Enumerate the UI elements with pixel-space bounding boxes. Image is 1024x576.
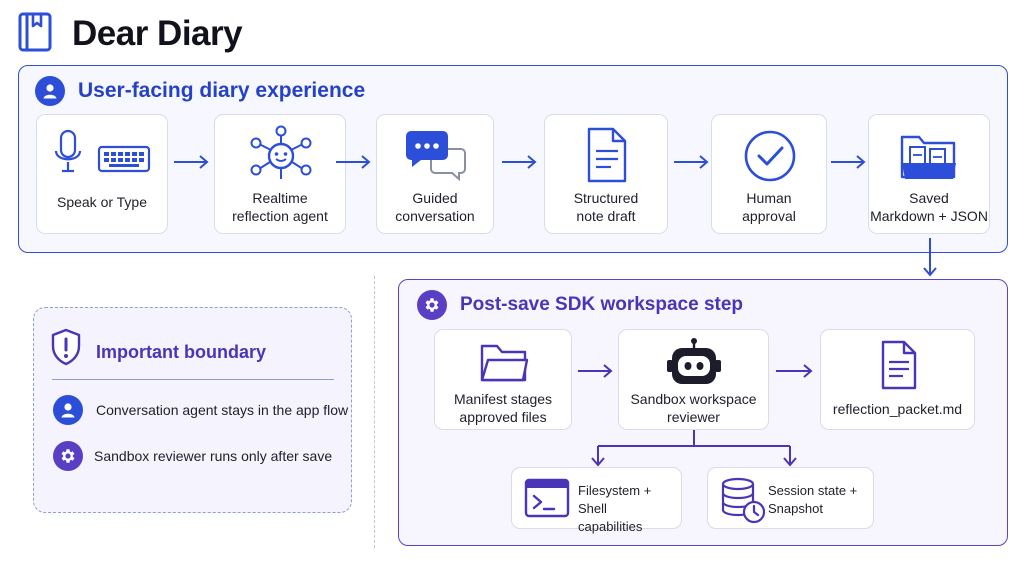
- microphone-icon: [54, 129, 82, 173]
- step-label: Speak or Type: [56, 194, 148, 210]
- boundary-title: Important boundary: [96, 342, 266, 362]
- agent-network-icon: [250, 125, 312, 179]
- sdk-workspace-title: Post-save SDK workspace step: [460, 294, 744, 315]
- document-icon: [881, 340, 917, 390]
- sdk-node-manifest: Manifest stages approved files: [434, 329, 572, 430]
- node-label: Filesystem + Shell capabilities: [578, 483, 652, 534]
- flow-arrow: [174, 155, 209, 169]
- user-experience-title: User-facing diary experience: [78, 79, 366, 102]
- step-label: Realtime reflection agent: [232, 190, 328, 224]
- step-label: Human approval: [742, 190, 796, 224]
- gear-icon: [417, 290, 447, 320]
- node-label: reflection_packet.md: [832, 401, 963, 417]
- robot-icon: [667, 338, 721, 384]
- flow-arrow: [336, 155, 371, 169]
- user-icon: [35, 76, 65, 106]
- flow-arrow: [674, 155, 709, 169]
- database-clock-icon: [721, 477, 766, 524]
- divider: [52, 379, 334, 380]
- step-label: Structured note draft: [573, 190, 639, 224]
- page-title: Dear Diary: [72, 14, 243, 53]
- flow-arrow: [502, 155, 537, 169]
- sdk-node-reviewer: Sandbox workspace reviewer: [618, 329, 769, 430]
- boundary-panel: [33, 307, 352, 513]
- node-label: Manifest stages approved files: [453, 391, 553, 425]
- diary-book-icon: [18, 12, 52, 52]
- keyboard-icon: [97, 145, 151, 173]
- document-icon: [587, 127, 627, 183]
- chat-bubbles-icon: [406, 131, 466, 181]
- sdk-node-packet: reflection_packet.md: [820, 329, 975, 430]
- user-experience-panel: [18, 65, 1008, 253]
- folder-icon: [480, 344, 529, 382]
- step-label: Guided conversation: [395, 190, 475, 224]
- shield-alert-icon: [51, 328, 81, 366]
- flow-arrow: [831, 155, 866, 169]
- step-card-saved: Saved Markdown + JSON: [868, 114, 990, 234]
- boundary-note: Conversation agent stays in the app flow: [96, 402, 349, 418]
- sdk-node-filesystem: Filesystem + Shell capabilities: [511, 467, 682, 534]
- step-card-approval: Human approval: [711, 114, 827, 234]
- gear-icon: [53, 441, 83, 471]
- step-card-conversation: Guided conversation: [376, 114, 494, 234]
- node-label: Session state + Snapshot: [768, 483, 858, 516]
- node-label: Sandbox workspace reviewer: [630, 391, 757, 425]
- terminal-icon: [524, 478, 570, 518]
- sdk-node-session: Session state + Snapshot: [707, 467, 874, 529]
- checkmark-circle-icon: [744, 130, 796, 182]
- step-card-draft: Structured note draft: [544, 114, 668, 234]
- folder-files-icon: [900, 135, 956, 179]
- flow-arrow-down: [923, 238, 937, 277]
- step-card-speak: Speak or Type: [36, 114, 168, 234]
- flow-arrow: [578, 364, 613, 378]
- boundary-note: Sandbox reviewer runs only after save: [94, 448, 333, 464]
- branch-connector: [591, 430, 797, 467]
- user-icon: [53, 395, 83, 425]
- step-card-agent: Realtime reflection agent: [214, 114, 346, 234]
- step-label: Saved Markdown + JSON: [870, 190, 988, 224]
- flow-arrow: [776, 364, 813, 378]
- section-divider: [374, 276, 375, 548]
